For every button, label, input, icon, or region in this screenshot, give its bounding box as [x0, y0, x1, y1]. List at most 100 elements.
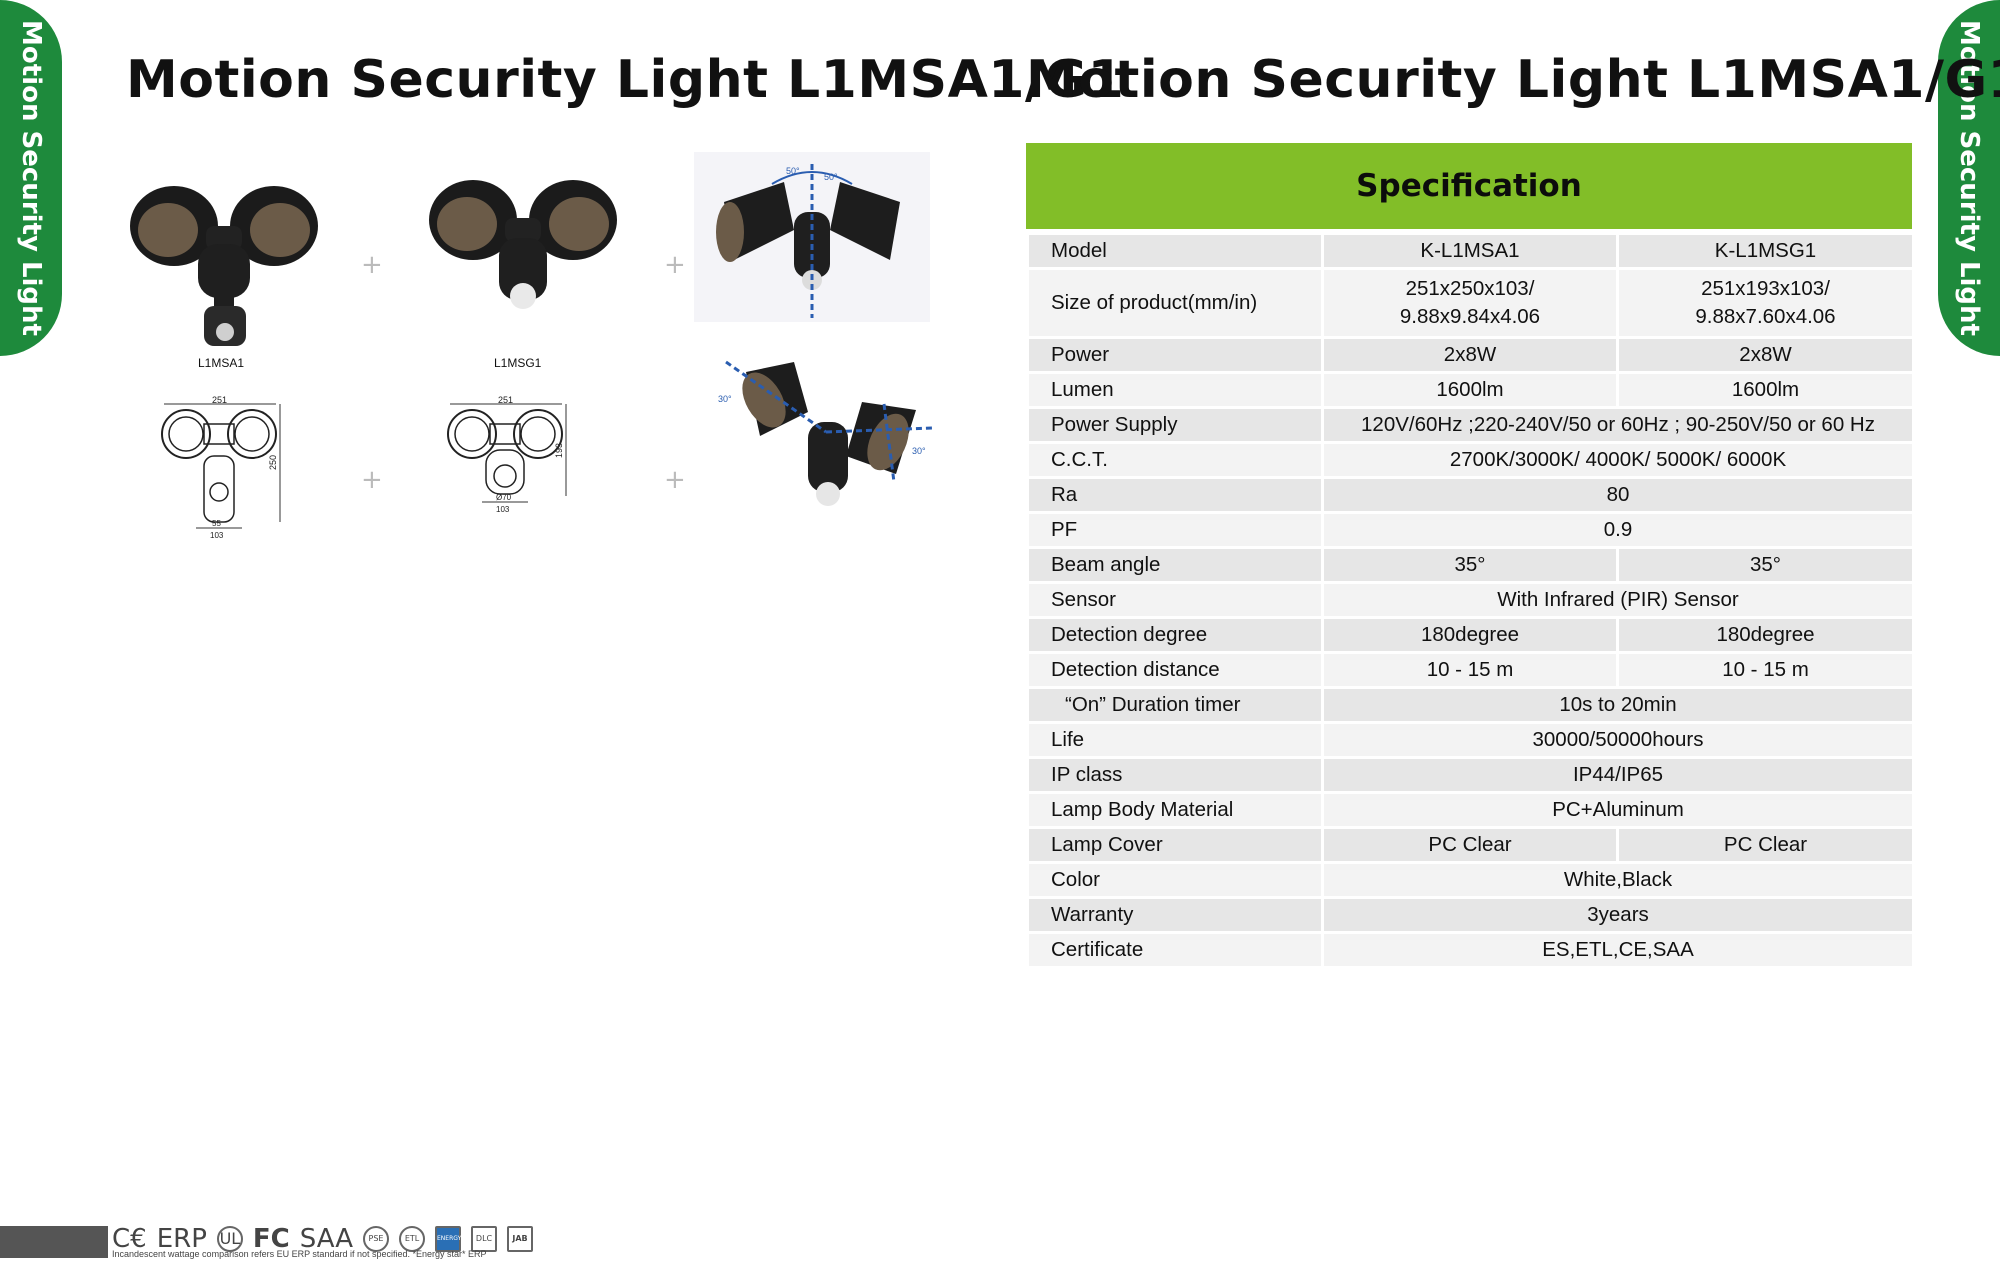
row-value: 120V/60Hz ;220-240V/50 or 60Hz ; 90-250V…: [1321, 406, 1915, 444]
specification-panel: Specification Model K-L1MSA1 K-L1MSG1 Si…: [1026, 143, 1915, 969]
angle-label: 30°: [718, 394, 732, 404]
page-title-right: Motion Security Light L1MSA1/G1: [1026, 50, 2000, 110]
product-caption-b: L1MSG1: [494, 356, 542, 370]
row-value: 30000/50000hours: [1321, 721, 1915, 759]
row-value-b: 180degree: [1616, 616, 1915, 654]
angle-label: 30°: [912, 446, 926, 456]
product-image-l1msg1: [425, 168, 621, 318]
row-value-a: 251x250x103/ 9.88x9.84x4.06: [1321, 267, 1619, 339]
row-label: Beam angle: [1026, 546, 1324, 584]
table-row: Life 30000/50000hours: [1026, 721, 1915, 759]
row-value-b: 35°: [1616, 546, 1915, 584]
dim-base-b: 103: [496, 505, 510, 514]
row-value-a-line2: 9.88x9.84x4.06: [1399, 305, 1541, 328]
specification-header: Specification: [1026, 143, 1912, 229]
row-value: 3years: [1321, 896, 1915, 934]
table-row: Lamp Cover PC Clear PC Clear: [1026, 826, 1915, 864]
row-label: Power: [1026, 336, 1324, 374]
table-row: Size of product(mm/in) 251x250x103/ 9.88…: [1026, 267, 1915, 339]
rotation-angle-image-side: 30° 30°: [716, 352, 936, 524]
certification-logos: C€ ERP UL FC SAA PSE ETL ENERGY DLC JAB: [112, 1224, 534, 1254]
row-label: Sensor: [1026, 581, 1324, 619]
row-value-a: PC Clear: [1321, 826, 1619, 864]
table-row: Color White,Black: [1026, 861, 1915, 899]
etl-logo: ETL: [399, 1226, 426, 1252]
row-label: C.C.T.: [1026, 441, 1324, 479]
page-title-left: Motion Security Light L1MSA1/G1: [126, 50, 1125, 110]
pse-logo: PSE: [363, 1226, 390, 1252]
row-label: Size of product(mm/in): [1026, 267, 1324, 339]
row-label: Power Supply: [1026, 406, 1324, 444]
dim-width-a: 251: [212, 396, 227, 405]
table-row: IP class IP44/IP65: [1026, 756, 1915, 794]
row-value: 0.9: [1321, 511, 1915, 549]
rotation-angle-image-top: 50° 50°: [694, 152, 930, 322]
row-value-a: 35°: [1321, 546, 1619, 584]
erp-logo: ERP: [156, 1224, 207, 1254]
table-row: Detection degree 180degree 180degree: [1026, 616, 1915, 654]
row-value: PC+Aluminum: [1321, 791, 1915, 829]
dim-height-b: 193: [554, 443, 564, 458]
dimension-drawing-b: 251 193 Ø70 103: [442, 396, 578, 520]
dimension-drawing-a: 251 250 55 103: [156, 396, 292, 540]
side-tab-right: Motion Security Light: [1938, 0, 2000, 356]
row-value-a: 180degree: [1321, 616, 1619, 654]
dim-base-a: 103: [210, 531, 224, 540]
row-value: 80: [1321, 476, 1915, 514]
table-row: Beam angle 35° 35°: [1026, 546, 1915, 584]
table-row: Model K-L1MSA1 K-L1MSG1: [1026, 232, 1915, 270]
side-tab-label: Motion Security Light: [16, 20, 46, 336]
row-value: 2700K/3000K/ 4000K/ 5000K/ 6000K: [1321, 441, 1915, 479]
angle-label: 50°: [824, 172, 838, 182]
row-label: Lumen: [1026, 371, 1324, 409]
table-row: Sensor With Infrared (PIR) Sensor: [1026, 581, 1915, 619]
plus-sign: +: [664, 465, 686, 495]
table-row: Lamp Body Material PC+Aluminum: [1026, 791, 1915, 829]
table-row: “On” Duration timer 10s to 20min: [1026, 686, 1915, 724]
row-value-a: K-L1MSA1: [1321, 232, 1619, 270]
row-label: Color: [1026, 861, 1324, 899]
row-label: Model: [1026, 232, 1324, 270]
jab-logo: JAB: [507, 1226, 534, 1252]
specification-table: Model K-L1MSA1 K-L1MSG1 Size of product(…: [1026, 232, 1915, 969]
plus-sign: +: [664, 250, 686, 280]
row-label: Life: [1026, 721, 1324, 759]
table-row: Lumen 1600lm 1600lm: [1026, 371, 1915, 409]
row-value: With Infrared (PIR) Sensor: [1321, 581, 1915, 619]
row-value: IP44/IP65: [1321, 756, 1915, 794]
row-value-b-line1: 251x193x103/: [1701, 277, 1830, 301]
row-value-a: 10 - 15 m: [1321, 651, 1619, 689]
row-label: “On” Duration timer: [1026, 686, 1324, 724]
product-image-l1msa1: [126, 168, 322, 358]
footer-bar: [0, 1226, 108, 1258]
dim-sub-a: 55: [212, 519, 221, 528]
row-value-a: 1600lm: [1321, 371, 1619, 409]
ce-logo: C€: [112, 1224, 147, 1254]
row-value-b: K-L1MSG1: [1616, 232, 1915, 270]
row-label: Lamp Body Material: [1026, 791, 1324, 829]
product-caption-a: L1MSA1: [198, 356, 245, 370]
row-value-b: 1600lm: [1616, 371, 1915, 409]
row-value: ES,ETL,CE,SAA: [1321, 931, 1915, 969]
dim-width-b: 251: [498, 396, 513, 405]
row-label: Detection degree: [1026, 616, 1324, 654]
dim-sub-b: Ø70: [496, 493, 512, 502]
saa-logo: SAA: [299, 1224, 354, 1254]
angle-label: 50°: [786, 166, 800, 176]
row-value: 10s to 20min: [1321, 686, 1915, 724]
row-value-b: 251x193x103/ 9.88x7.60x4.06: [1616, 267, 1915, 339]
table-row: Certificate ES,ETL,CE,SAA: [1026, 931, 1915, 969]
row-label: PF: [1026, 511, 1324, 549]
footer-note: Incandescent wattage comparison refers E…: [112, 1249, 487, 1259]
energy-star-logo: ENERGY: [435, 1226, 461, 1252]
table-row: PF 0.9: [1026, 511, 1915, 549]
row-value-b: 2x8W: [1616, 336, 1915, 374]
fcc-logo: FC: [252, 1224, 290, 1254]
table-row: Power 2x8W 2x8W: [1026, 336, 1915, 374]
row-label: Lamp Cover: [1026, 826, 1324, 864]
row-value: White,Black: [1321, 861, 1915, 899]
dim-height-a: 250: [268, 455, 278, 470]
row-value-a-line1: 251x250x103/: [1405, 277, 1535, 301]
side-tab-left: Motion Security Light: [0, 0, 62, 356]
ul-logo: UL: [216, 1226, 243, 1252]
